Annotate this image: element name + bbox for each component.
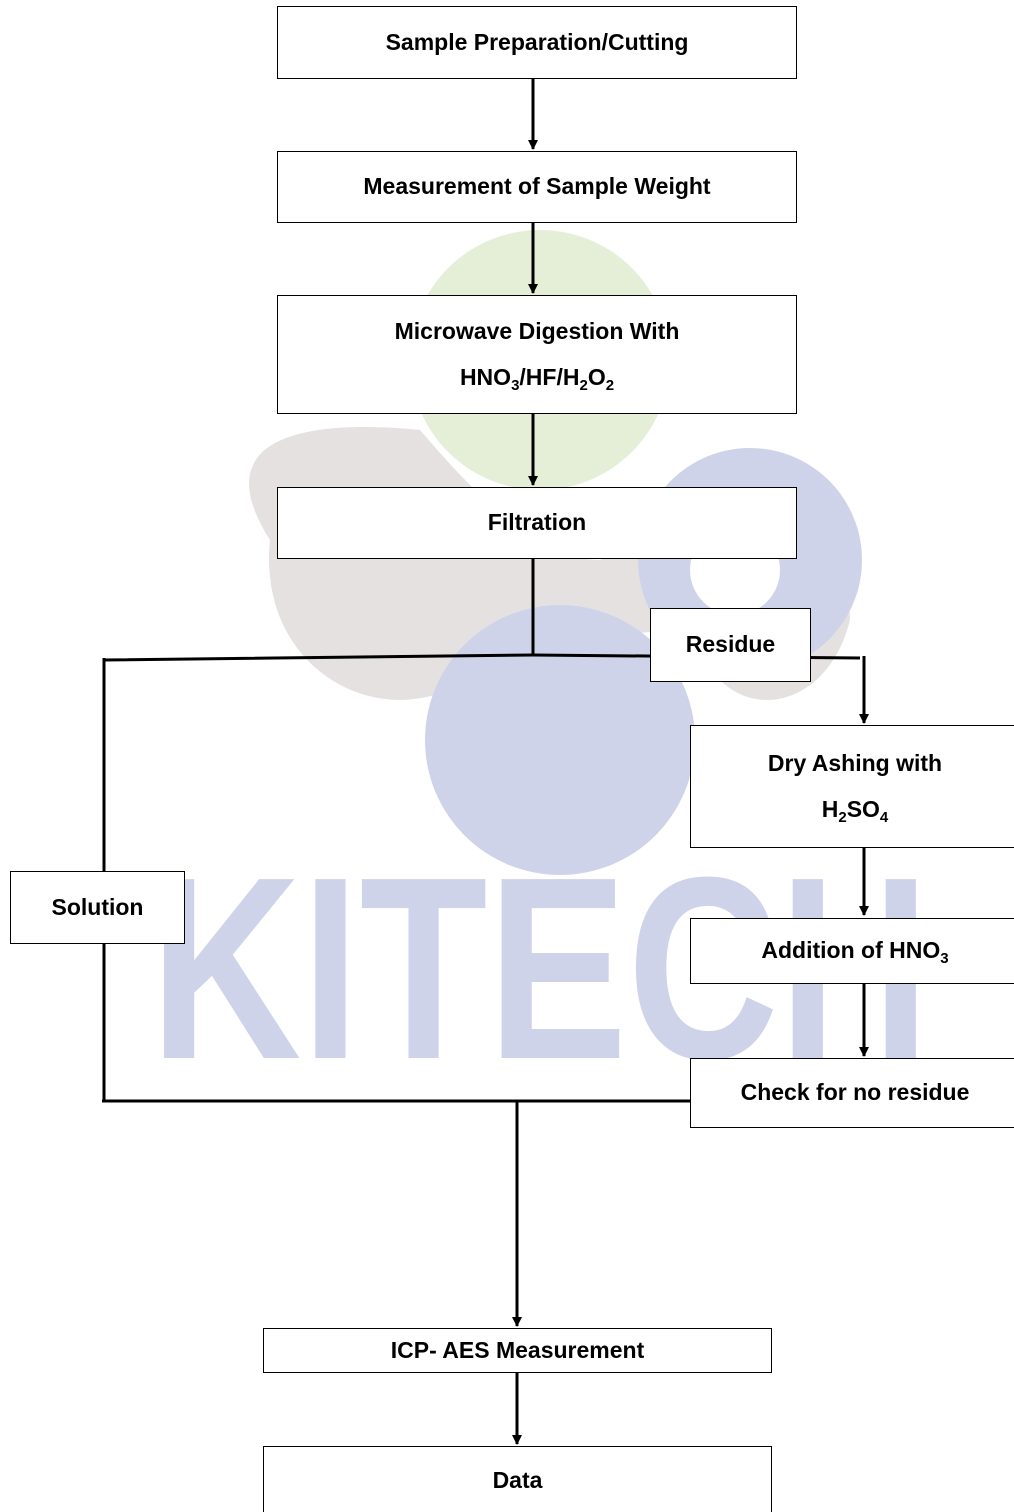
step-sample-weight: Measurement of Sample Weight bbox=[277, 151, 797, 223]
step-icp-aes: ICP- AES Measurement bbox=[263, 1328, 772, 1373]
step-dry-ashing-label-line1: Dry Ashing with bbox=[767, 749, 943, 776]
label-residue-text: Residue bbox=[685, 631, 776, 658]
label-solution-text: Solution bbox=[51, 893, 144, 920]
step-filtration: Filtration bbox=[277, 487, 797, 559]
watermark-blue-circle-center bbox=[425, 605, 695, 875]
step-addition-label: Addition of HNO3 bbox=[761, 937, 949, 968]
step-sample-preparation: Sample Preparation/Cutting bbox=[277, 6, 797, 79]
step-check-residue-label: Check for no residue bbox=[740, 1079, 970, 1106]
step-icp-aes-label: ICP- AES Measurement bbox=[390, 1336, 645, 1363]
label-residue: Residue bbox=[650, 608, 811, 682]
label-solution: Solution bbox=[10, 871, 185, 944]
step-data: Data bbox=[263, 1446, 772, 1512]
step-microwave-digestion: Microwave Digestion With HNO3/HF/H2O2 bbox=[277, 295, 797, 414]
step-data-label: Data bbox=[492, 1467, 543, 1494]
step-filtration-label: Filtration bbox=[487, 509, 587, 536]
step-check-residue: Check for no residue bbox=[690, 1058, 1014, 1128]
step-dry-ashing: Dry Ashing with H2SO4 bbox=[690, 725, 1014, 848]
step-dry-ashing-label-line2: H2SO4 bbox=[821, 795, 889, 826]
step-sample-weight-label: Measurement of Sample Weight bbox=[363, 173, 711, 200]
step-digestion-label-line1: Microwave Digestion With bbox=[394, 317, 680, 344]
step-sample-preparation-label: Sample Preparation/Cutting bbox=[385, 28, 689, 55]
step-digestion-label-line2: HNO3/HF/H2O2 bbox=[459, 363, 615, 394]
step-addition-hno3: Addition of HNO3 bbox=[690, 918, 1014, 984]
